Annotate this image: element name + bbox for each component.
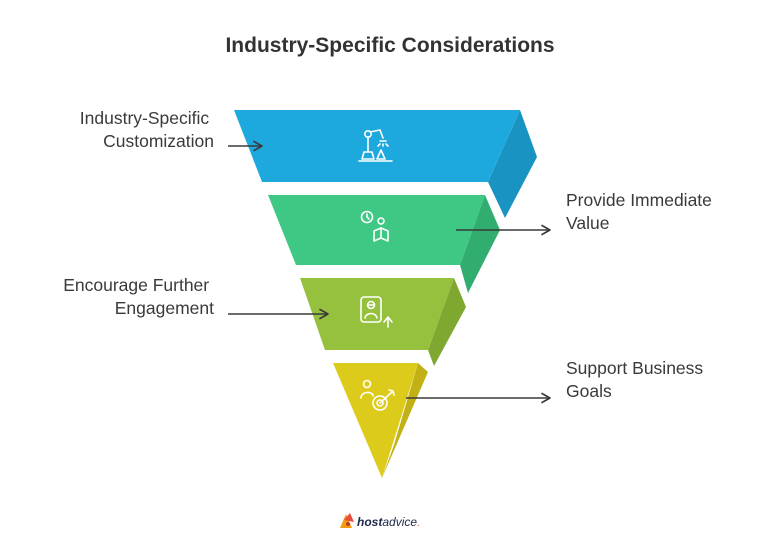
hostadvice-logo-icon [340,513,354,528]
clock-person-book-icon [360,210,389,242]
label-2-line-1: Provide Immediate [566,190,712,210]
svg-text:hostadvice.: hostadvice. [357,515,420,529]
layer-4-side [382,363,428,478]
label-3: Encourage Further Engagement [63,275,329,320]
person-upload-icon [360,296,393,328]
logo-brand-bold: host [357,515,383,529]
layer-2-side [460,195,500,293]
funnel-layer-1 [234,110,537,218]
funnel-layer-2 [268,195,500,293]
svg-text:Encourage Further Engage: Encourage Further Engagement [63,275,214,318]
label-1-line-2: Customization [103,131,214,151]
logo-brand-rest: advice [382,515,417,529]
label-1-line-1: Industry-Specific [80,108,210,128]
svg-text:Provide Immediate Value: Provide Immediate Value [566,190,717,233]
funnel-layer-4 [333,363,428,478]
layer-4-face [333,363,418,478]
diagram-title: Industry-Specific Considerations [225,34,554,57]
layer-1-face [234,110,520,182]
label-4-line-2: Goals [566,381,612,401]
person-target-icon [360,379,395,411]
robot-arm-icon [358,129,393,162]
label-1: Industry-Specific Customization [80,108,263,152]
svg-text:Support Business Goals: Support Business Goals [566,358,708,401]
label-4: Support Business Goals [406,358,708,404]
funnel-layer-3 [300,278,466,366]
layer-3-face [300,278,454,350]
label-2-line-2: Value [566,213,609,233]
layer-3-side [428,278,466,366]
label-3-line-2: Engagement [115,298,214,318]
hostadvice-logo: hostadvice. [340,513,420,529]
label-4-line-1: Support Business [566,358,703,378]
label-3-line-1: Encourage Further [63,275,209,295]
label-2: Provide Immediate Value [456,190,717,236]
logo-brand-dot: . [417,515,420,529]
layer-1-side [488,110,537,218]
svg-text:Industry-Specific Custom: Industry-Specific Customization [80,108,214,151]
